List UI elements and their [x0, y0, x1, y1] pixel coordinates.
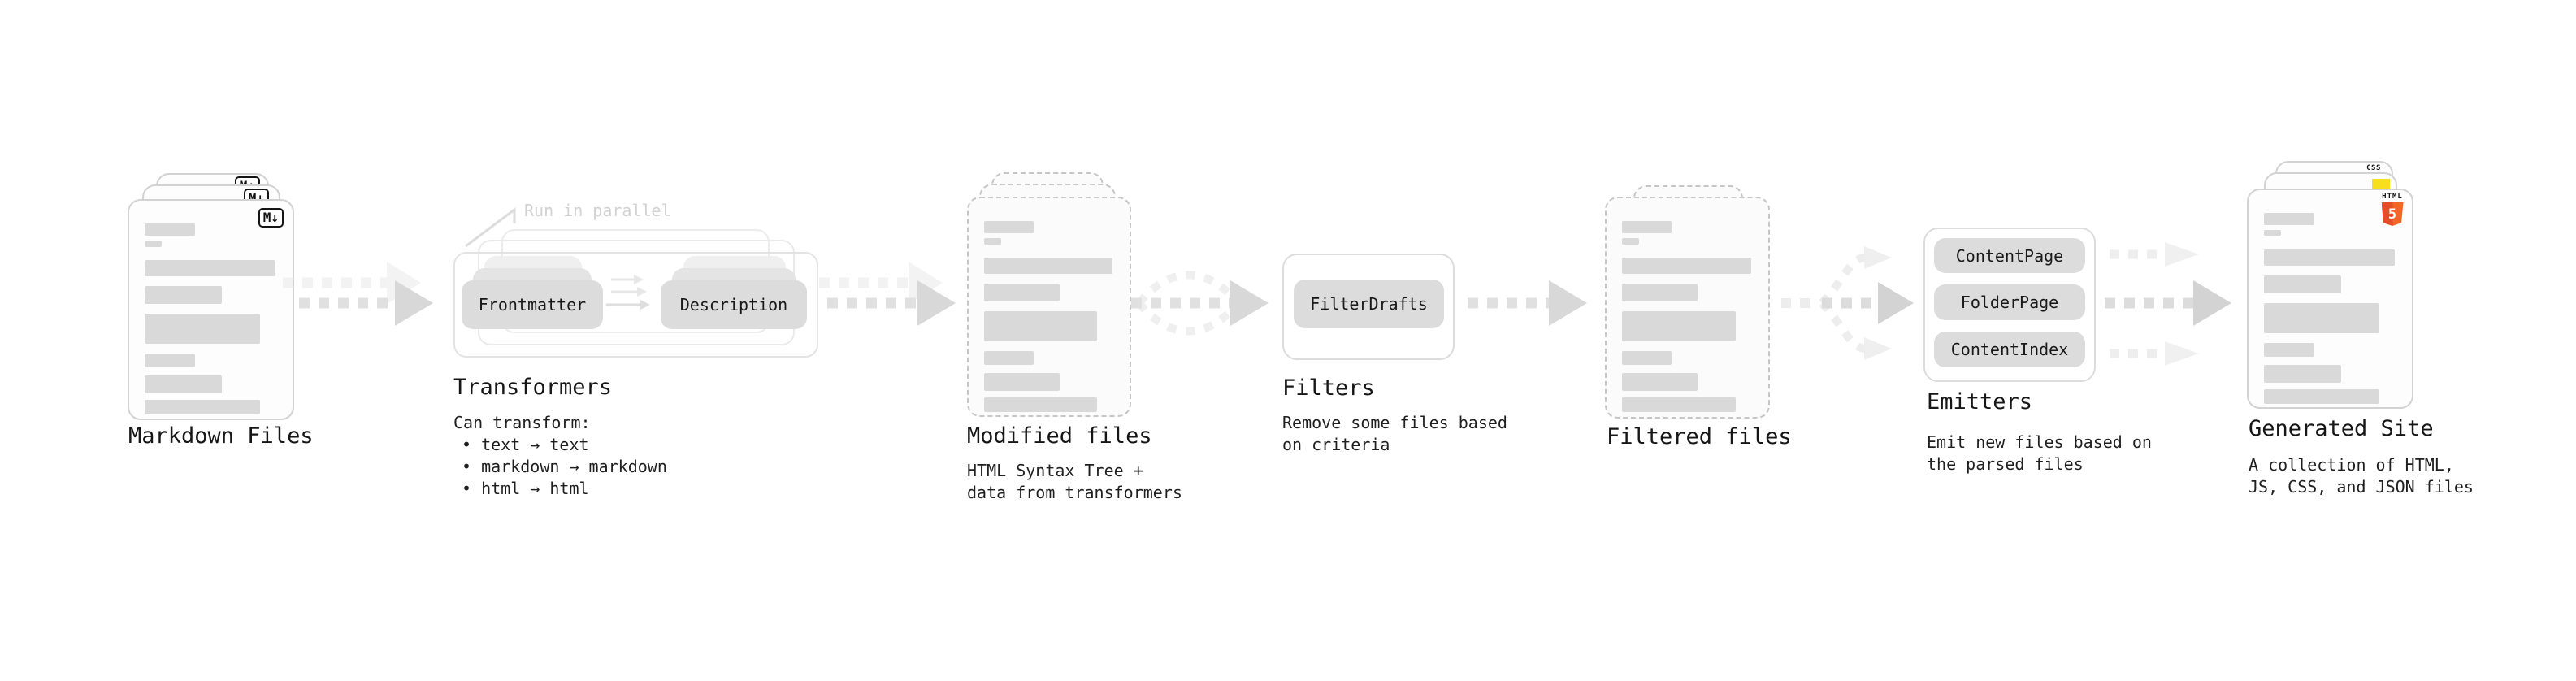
- file-skeleton: [1607, 198, 1768, 417]
- skeleton-bar: [2264, 230, 2282, 236]
- pill-filterdrafts: FilterDrafts: [1294, 280, 1444, 328]
- callout-leader-line: [465, 207, 516, 248]
- skeleton-bar: [145, 375, 222, 393]
- file-card: [967, 197, 1131, 417]
- skeleton-bar: [984, 351, 1034, 365]
- stage-title: Filtered files: [1607, 424, 1792, 449]
- html5-icon: HTML 5: [2381, 193, 2404, 226]
- skeleton-bar: [984, 284, 1060, 301]
- flow-arrow-filters-to-filtered: [1468, 280, 1587, 326]
- parallel-arrows-icon: [606, 275, 650, 310]
- pill-folderpage: FolderPage: [1934, 284, 2085, 320]
- file-skeleton: [969, 198, 1130, 415]
- skeleton-bar: [984, 373, 1060, 391]
- markdown-icon: M↓: [258, 208, 284, 228]
- stage-description: HTML Syntax Tree + data from transformer…: [967, 461, 1182, 502]
- stage-title: Filters: [1282, 375, 1375, 401]
- pill-description: Description: [661, 280, 807, 329]
- skeleton-bar: [145, 223, 195, 236]
- flow-arrow-emitters-to-generated: [2105, 242, 2231, 366]
- stage-title: Modified files: [967, 423, 1152, 449]
- skeleton-bar: [145, 241, 163, 247]
- stage-description: A collection of HTML, JS, CSS, and JSON …: [2249, 455, 2474, 497]
- file-card: HTML 5: [2247, 189, 2413, 409]
- pill-contentpage: ContentPage: [1934, 238, 2085, 273]
- stage-title: Markdown Files: [128, 423, 314, 449]
- skeleton-bar: [984, 221, 1034, 233]
- file-skeleton: [129, 201, 293, 419]
- skeleton-bar: [1622, 284, 1698, 301]
- skeleton-bar: [984, 311, 1098, 341]
- callout-run-in-parallel: Run in parallel: [524, 201, 671, 220]
- skeleton-bar: [145, 354, 195, 367]
- stage-title: Emitters: [1927, 389, 2033, 414]
- js-icon: [2372, 179, 2390, 189]
- skeleton-bar: [1622, 238, 1639, 245]
- file-skeleton: [2249, 190, 2412, 407]
- stage-description: Remove some files based on criteria: [1282, 413, 1507, 454]
- skeleton-bar: [984, 238, 1001, 245]
- skeleton-bar: [145, 260, 276, 276]
- stage-description: Emit new files based on the parsed files: [1927, 432, 2152, 474]
- pill-contentindex: ContentIndex: [1934, 332, 2085, 367]
- skeleton-bar: [1622, 258, 1752, 274]
- pill-frontmatter: Frontmatter: [462, 280, 603, 329]
- parallel-box-front: [453, 252, 818, 358]
- skeleton-bar: [1622, 351, 1672, 365]
- skeleton-bar: [2264, 213, 2314, 225]
- flow-arrow-filtered-to-emitters: [1781, 246, 1914, 360]
- stage-title: Generated Site: [2249, 416, 2434, 441]
- stage-description: Can transform: • text → text • markdown …: [453, 413, 667, 498]
- skeleton-bar: [2264, 249, 2396, 266]
- skeleton-bar: [2264, 303, 2379, 333]
- skeleton-bar: [984, 397, 1098, 412]
- skeleton-bar: [145, 314, 260, 344]
- skeleton-bar: [1622, 221, 1672, 233]
- skeleton-bar: [2264, 343, 2314, 357]
- file-card: M↓: [128, 199, 294, 420]
- skeleton-bar: [2264, 275, 2341, 293]
- file-card: [1605, 197, 1770, 419]
- skeleton-bar: [145, 286, 222, 304]
- skeleton-bar: [1622, 311, 1737, 341]
- skeleton-bar: [2264, 365, 2341, 383]
- stage-title: Transformers: [453, 375, 613, 400]
- flow-arrow-markdown-to-transformers: [283, 262, 433, 326]
- skeleton-bar: [984, 258, 1113, 274]
- skeleton-bar: [1622, 397, 1737, 412]
- flow-arrow-modified-to-filters: [1131, 271, 1268, 336]
- flow-arrow-transformers-to-modified: [819, 262, 956, 326]
- skeleton-bar: [2264, 389, 2379, 404]
- skeleton-bar: [145, 400, 260, 414]
- skeleton-bar: [1622, 373, 1698, 391]
